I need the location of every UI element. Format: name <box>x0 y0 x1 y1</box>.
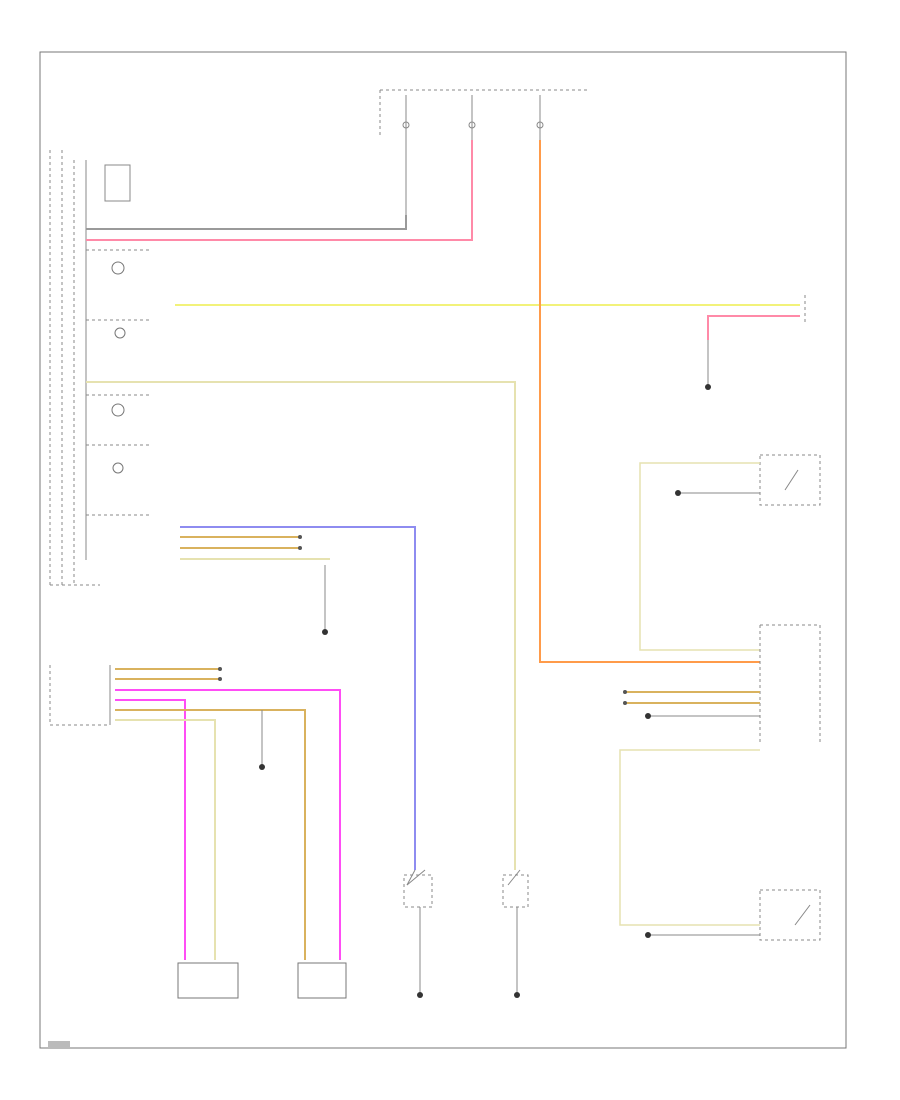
ground-2-icon <box>259 764 265 770</box>
ground-5-icon <box>675 490 681 496</box>
pin-4 <box>218 677 222 681</box>
indicator-lamp-4-icon <box>112 462 124 474</box>
wire-pink-right <box>707 315 800 340</box>
wire-cream-right-lower <box>619 749 760 926</box>
center-switch-right <box>502 869 529 998</box>
center-switch-right-box <box>502 874 529 908</box>
wire-tan-5 <box>115 709 306 960</box>
center-switch-left-box <box>403 874 433 908</box>
pin-2 <box>298 546 302 550</box>
fuse-3-icon <box>536 121 544 129</box>
fuse-2-icon <box>468 121 476 129</box>
right-lower-switch <box>645 889 821 941</box>
connector-pins <box>218 535 627 705</box>
indicator-lamp-2-icon <box>114 327 126 339</box>
wire-magenta-1 <box>115 689 341 960</box>
ground-1-icon <box>322 629 328 635</box>
lower-left-module <box>49 665 111 726</box>
ground-right-top-icon <box>705 384 711 390</box>
center-switch-left-blade <box>406 869 426 886</box>
diagram-frame <box>39 51 847 1049</box>
indicator-lamp-3-icon <box>111 403 125 417</box>
right-upper-switch-box <box>759 454 821 506</box>
wire-magenta-2 <box>115 699 186 960</box>
ground-4-icon <box>514 992 520 998</box>
pin-3 <box>218 667 222 671</box>
fuse-1-icon <box>402 121 410 129</box>
wire-cream-right-loop <box>639 462 760 651</box>
right-lower-switch-box <box>759 889 821 941</box>
right-upper-switch <box>639 454 821 651</box>
ground-6-icon <box>645 713 651 719</box>
wire-orange <box>539 140 760 663</box>
diagram-label-tag <box>48 1041 70 1047</box>
wire-pink-top <box>86 140 473 241</box>
seat-belt-switch-right-box <box>297 962 347 999</box>
wire-cream-lower <box>115 719 216 960</box>
indicator-lamp-1-icon <box>111 261 125 275</box>
wire-gray-top <box>86 215 407 230</box>
pin-1 <box>298 535 302 539</box>
right-middle-module <box>619 624 821 926</box>
wire-cream-center <box>86 381 516 870</box>
right-upper-switch-blade <box>784 469 799 491</box>
pin-6 <box>623 701 627 705</box>
right-lower-switch-blade <box>794 904 811 926</box>
instrument-cluster <box>49 150 150 586</box>
ground-3-icon <box>417 992 423 998</box>
seat-belt-switch-left-box <box>177 962 239 999</box>
center-switch-left <box>403 869 433 998</box>
cluster-module <box>104 164 131 202</box>
power-source-group <box>379 89 590 215</box>
center-switch-left-top <box>406 869 416 886</box>
wire-blue <box>180 526 416 870</box>
pin-5 <box>623 690 627 694</box>
center-switch-right-blade <box>507 869 521 886</box>
ground-7-icon <box>645 932 651 938</box>
